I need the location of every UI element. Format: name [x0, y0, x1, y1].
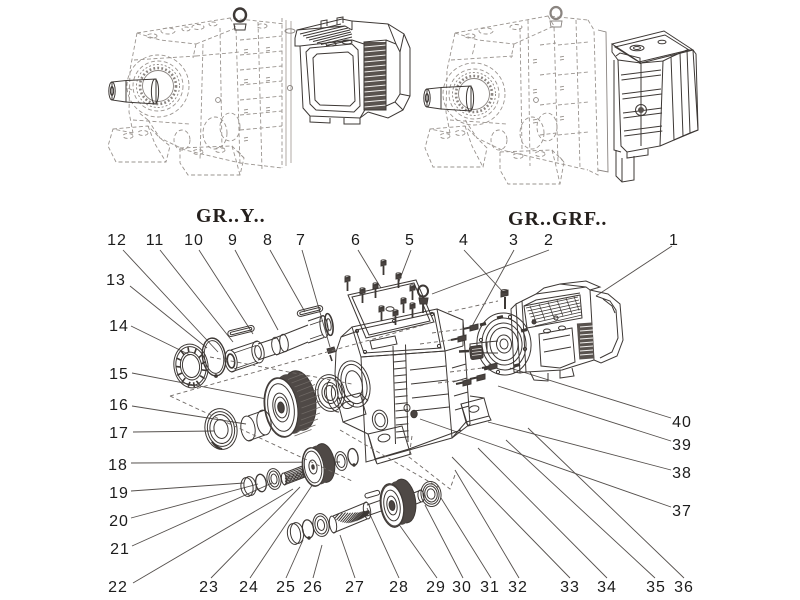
svg-text:17: 17 [109, 425, 129, 442]
svg-text:22: 22 [108, 579, 128, 596]
svg-text:30: 30 [452, 579, 472, 596]
svg-text:7: 7 [296, 232, 306, 249]
svg-text:8: 8 [263, 232, 273, 249]
svg-text:13: 13 [106, 272, 126, 289]
svg-text:23: 23 [199, 579, 219, 596]
svg-text:6: 6 [351, 232, 361, 249]
svg-text:24: 24 [239, 579, 259, 596]
svg-text:33: 33 [560, 579, 580, 596]
svg-text:21: 21 [110, 541, 130, 558]
svg-text:34: 34 [597, 579, 617, 596]
svg-text:10: 10 [184, 232, 204, 249]
svg-text:2: 2 [544, 232, 554, 249]
svg-text:29: 29 [426, 579, 446, 596]
svg-text:40: 40 [672, 414, 692, 431]
svg-text:5: 5 [405, 232, 415, 249]
svg-text:12: 12 [107, 232, 127, 249]
svg-text:GR..Y..: GR..Y.. [196, 205, 266, 227]
svg-text:36: 36 [674, 579, 694, 596]
svg-text:11: 11 [146, 232, 165, 249]
svg-text:32: 32 [508, 579, 528, 596]
svg-text:GR..GRF..: GR..GRF.. [508, 208, 607, 230]
svg-text:15: 15 [109, 366, 129, 383]
svg-text:28: 28 [389, 579, 409, 596]
svg-text:26: 26 [303, 579, 323, 596]
svg-text:37: 37 [672, 503, 692, 520]
svg-text:25: 25 [276, 579, 296, 596]
svg-text:27: 27 [345, 579, 365, 596]
svg-text:19: 19 [109, 485, 129, 502]
svg-text:4: 4 [459, 232, 469, 249]
svg-text:38: 38 [672, 465, 692, 482]
svg-text:18: 18 [108, 457, 128, 474]
svg-text:35: 35 [646, 579, 666, 596]
svg-text:39: 39 [672, 437, 692, 454]
svg-text:20: 20 [109, 513, 129, 530]
svg-text:3: 3 [509, 232, 519, 249]
svg-text:16: 16 [109, 397, 129, 414]
svg-text:14: 14 [109, 318, 129, 335]
svg-text:9: 9 [228, 232, 238, 249]
svg-text:1: 1 [669, 232, 679, 249]
svg-text:31: 31 [480, 579, 500, 596]
